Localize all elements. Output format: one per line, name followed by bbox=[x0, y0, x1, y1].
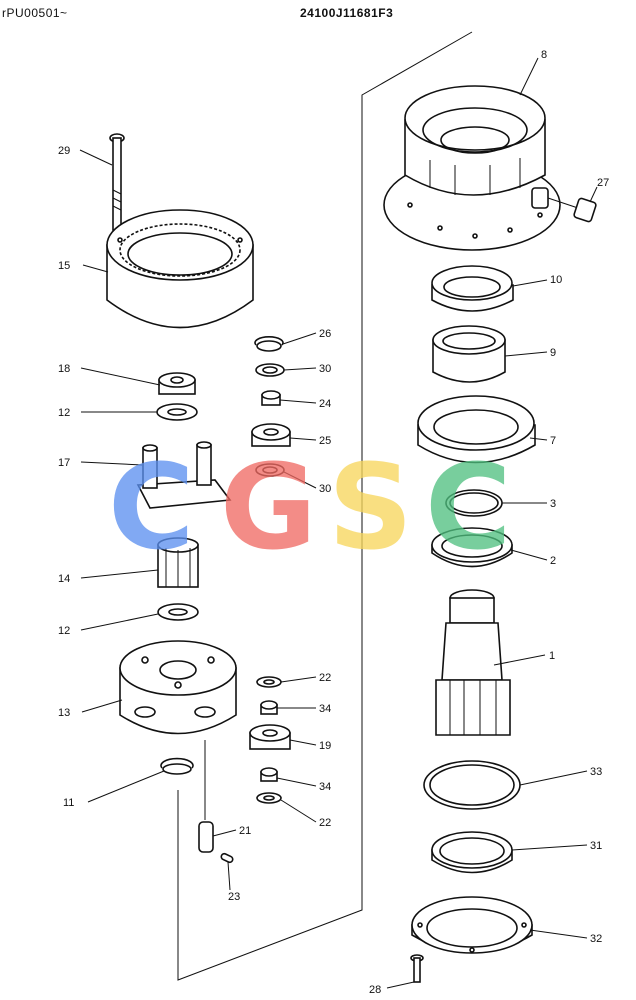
callout-1: 1 bbox=[549, 650, 555, 662]
leader-lines bbox=[79, 57, 598, 989]
callout-33: 33 bbox=[590, 766, 602, 778]
part-30-thrust-washer-lower bbox=[255, 463, 285, 477]
part-12-washer-lower bbox=[157, 603, 199, 621]
part-28-screw bbox=[410, 954, 424, 983]
callout-7: 7 bbox=[550, 435, 556, 447]
part-2-oil-seal bbox=[431, 527, 513, 568]
callout-10: 10 bbox=[550, 274, 562, 286]
callout-30-lower: 30 bbox=[319, 483, 331, 495]
callout-12-lower: 12 bbox=[58, 625, 70, 637]
assembly-boundary-lines bbox=[177, 31, 473, 981]
part-34-bushing-upper bbox=[260, 700, 278, 715]
callout-9: 9 bbox=[550, 347, 556, 359]
watermark-letter-g: G bbox=[220, 438, 317, 576]
part-9-collar bbox=[432, 325, 506, 383]
callout-2: 2 bbox=[550, 555, 556, 567]
part-34-bushing-lower bbox=[260, 767, 278, 782]
callout-24: 24 bbox=[319, 398, 331, 410]
part-18-sun-gear bbox=[158, 372, 196, 395]
part-1-pinion-shaft bbox=[435, 589, 511, 736]
callout-32: 32 bbox=[590, 933, 602, 945]
part-22-washer-lower bbox=[256, 792, 282, 804]
callout-21: 21 bbox=[239, 825, 251, 837]
part-10-bearing bbox=[431, 265, 514, 312]
callout-22-upper: 22 bbox=[319, 672, 331, 684]
part-32-cover bbox=[411, 896, 533, 954]
part-11-snap-ring bbox=[160, 757, 194, 775]
part-13-carrier bbox=[119, 640, 237, 735]
part-14-gear bbox=[157, 537, 199, 588]
part-19-planet-gear bbox=[249, 724, 291, 750]
part-23-spring-pin bbox=[220, 852, 234, 864]
watermark-letter-c1: C bbox=[108, 438, 195, 576]
callout-29: 29 bbox=[58, 145, 70, 157]
part-31-ring bbox=[431, 831, 513, 874]
callout-numbers: 29 15 18 12 17 14 12 13 11 8 27 10 9 7 3… bbox=[58, 49, 609, 996]
part-26-snap-ring bbox=[254, 335, 284, 352]
part-22-washer-upper bbox=[256, 676, 282, 688]
callout-15: 15 bbox=[58, 260, 70, 272]
watermark-letter-c2: C bbox=[425, 438, 512, 576]
part-24-bushing bbox=[261, 390, 281, 406]
callout-30-upper: 30 bbox=[319, 363, 331, 375]
part-12-washer-upper bbox=[156, 403, 198, 421]
cgsc-watermark: C G S C bbox=[108, 438, 512, 576]
part-8-housing bbox=[383, 85, 561, 251]
callout-14: 14 bbox=[58, 573, 70, 585]
part-33-ring bbox=[423, 760, 521, 810]
callout-23: 23 bbox=[228, 891, 240, 903]
callout-13: 13 bbox=[58, 707, 70, 719]
callout-22-lower: 22 bbox=[319, 817, 331, 829]
part-30-thrust-washer-upper bbox=[255, 363, 285, 377]
callout-8: 8 bbox=[541, 49, 547, 61]
part-25-gear bbox=[251, 423, 291, 447]
part-27-plug bbox=[547, 197, 597, 223]
callout-19: 19 bbox=[319, 740, 331, 752]
callout-31: 31 bbox=[590, 840, 602, 852]
part-15-ring-gear bbox=[106, 209, 254, 329]
watermark-letter-s: S bbox=[328, 438, 413, 576]
callout-28: 28 bbox=[369, 984, 381, 996]
callout-18: 18 bbox=[58, 363, 70, 375]
callout-25: 25 bbox=[319, 435, 331, 447]
callout-12-upper: 12 bbox=[58, 407, 70, 419]
part-21-pin bbox=[198, 740, 214, 853]
callout-17: 17 bbox=[58, 457, 70, 469]
callout-34-lower: 34 bbox=[319, 781, 331, 793]
callout-11: 11 bbox=[63, 797, 74, 809]
part-29-bolt bbox=[109, 133, 125, 231]
serial-range-label: rPU00501~ bbox=[2, 6, 68, 20]
callout-3: 3 bbox=[550, 498, 556, 510]
callout-27: 27 bbox=[597, 177, 609, 189]
part-7-bearing bbox=[417, 395, 536, 464]
part-17-carrier bbox=[136, 441, 232, 509]
drawing-number-label: 24100J11681F3 bbox=[300, 6, 394, 20]
callout-34-upper: 34 bbox=[319, 703, 331, 715]
callout-26: 26 bbox=[319, 328, 331, 340]
